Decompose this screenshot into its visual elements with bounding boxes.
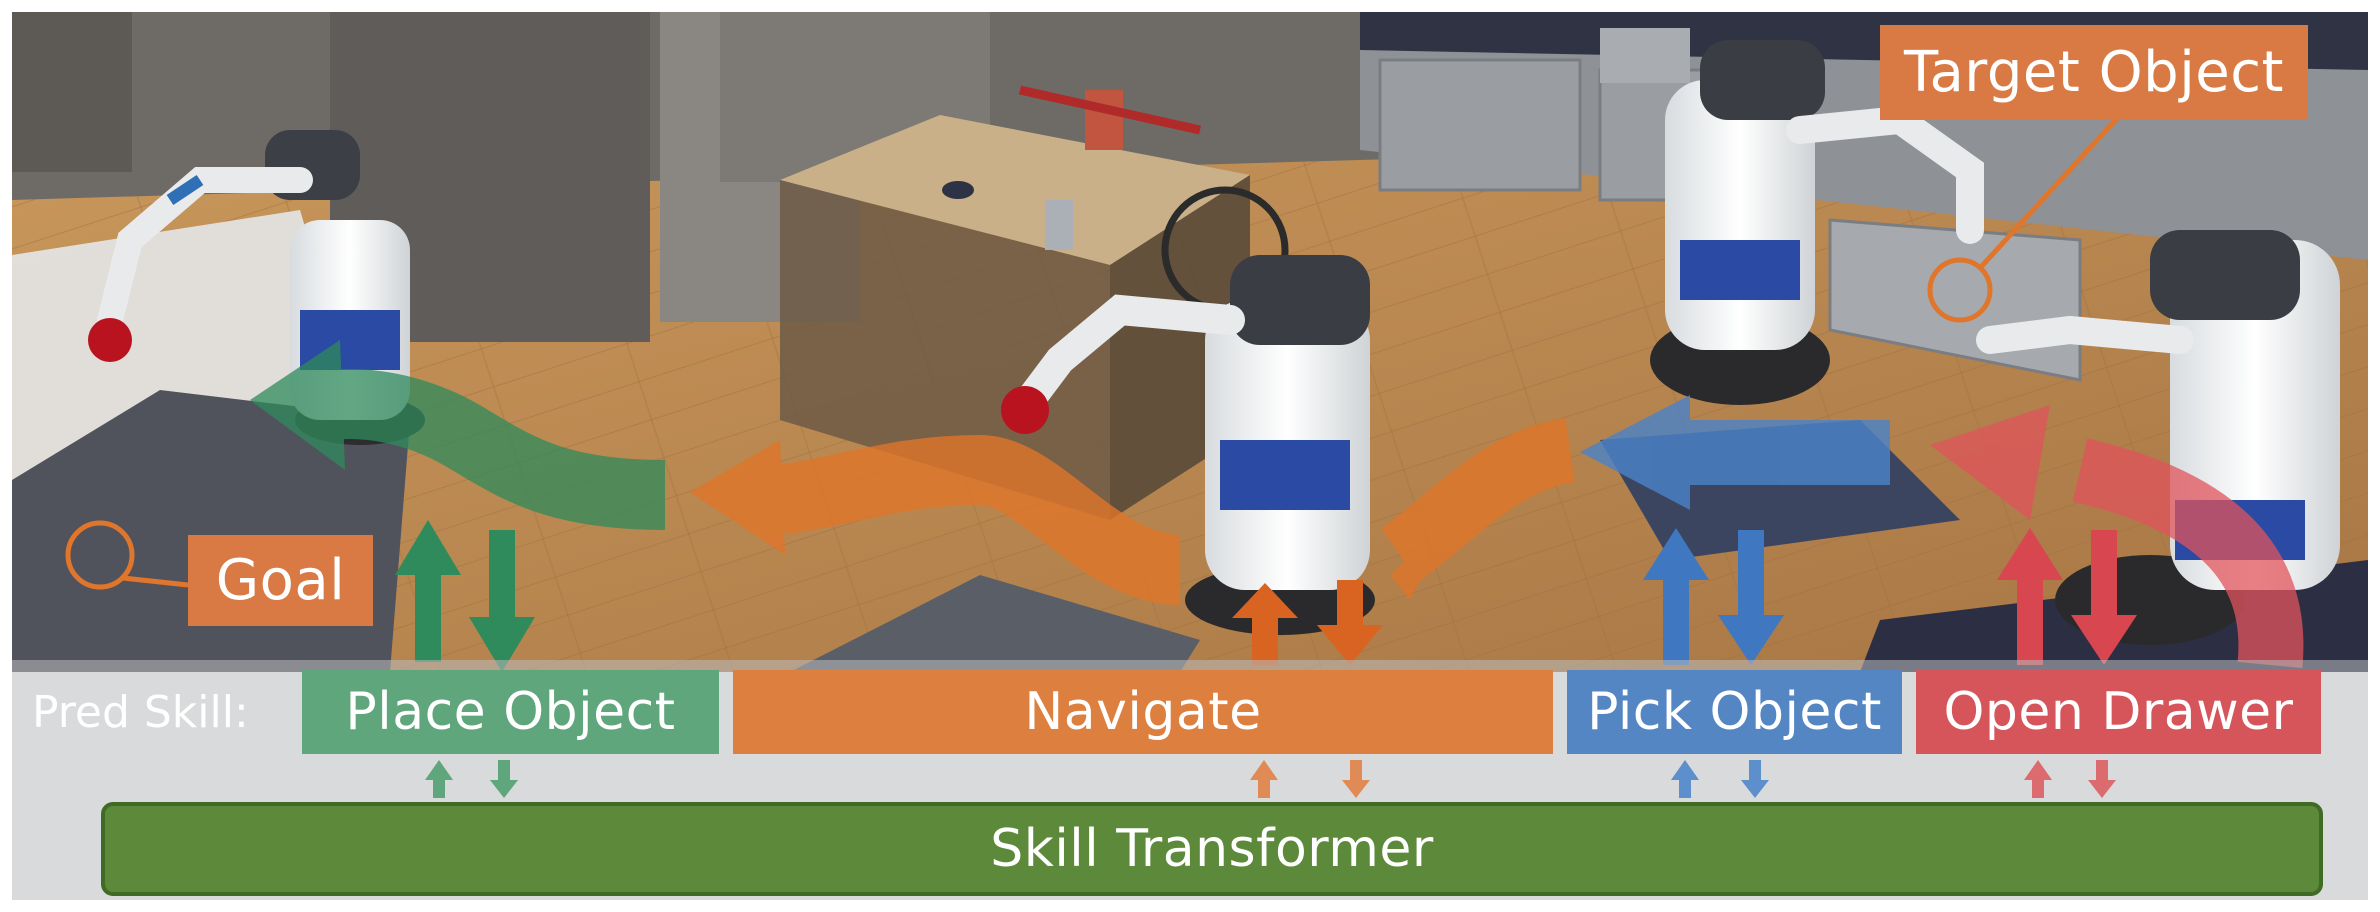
open-small-arrows: [2024, 760, 2116, 798]
open-drawer-box: [1916, 670, 2321, 754]
pick-trajectory-arrow: [1580, 395, 1890, 510]
skill-open-drawer-label: Open Drawer: [1943, 682, 2294, 742]
goal-marker: [65, 520, 135, 590]
goal-label-bg: [188, 535, 373, 626]
goal-label: Goal: [215, 548, 346, 613]
place-trajectory-arrow: [250, 340, 666, 530]
target-label-bg: [1880, 25, 2308, 120]
navigate-io-arrows: [1232, 580, 1383, 665]
skill-place-object-label: Place Object: [345, 682, 676, 742]
skill-navigate-label: Navigate: [1024, 682, 1262, 742]
place-small-arrows: [425, 760, 518, 798]
skill-pick-object-label: Pick Object: [1587, 682, 1882, 742]
robot-navigate: [1001, 255, 1375, 635]
pick-object-box: [1567, 670, 1902, 754]
target-object-label: Target Object: [1904, 40, 2284, 105]
pred-skill-label: Pred Skill:: [32, 686, 249, 738]
navigate-small-arrows: [1250, 760, 1370, 798]
skill-transformer-bar: [101, 802, 2323, 896]
skill-transformer-label: Skill Transformer: [990, 819, 1434, 879]
navigate-box: [733, 670, 1553, 754]
place-io-arrows: [395, 520, 535, 672]
open-io-arrows: [1997, 528, 2137, 665]
pick-small-arrows: [1671, 760, 1769, 798]
open-trajectory-arrow: [1930, 405, 2304, 669]
target-marker: [1927, 257, 1993, 323]
place-object-box: [302, 670, 719, 754]
navigate-trajectory-arrow: [690, 417, 1576, 605]
pick-io-arrows: [1643, 528, 1784, 665]
robot-pick: [1650, 40, 1984, 405]
